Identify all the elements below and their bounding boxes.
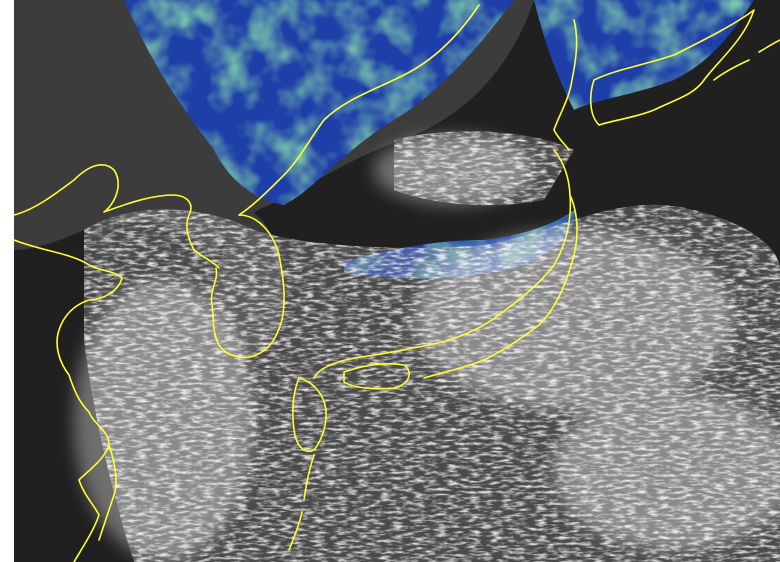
cloud-streaks [74, 135, 780, 560]
coastline-continent-west [14, 239, 123, 562]
coastline-korea [210, 214, 285, 359]
coastline-shikoku [343, 363, 410, 390]
coastline-ryukyu-chain [288, 454, 315, 551]
coastline-honshu-south [423, 194, 578, 379]
coastline-kuril [713, 39, 780, 81]
coastline-taiwan-strait [98, 444, 117, 541]
coastlines [14, 4, 780, 562]
coastline-russia-east [238, 4, 480, 216]
coastline-sakhalin [553, 19, 578, 151]
coastline-continent-north [14, 164, 220, 269]
coastline-hokkaido [589, 9, 755, 126]
coastline-kyushu [292, 377, 327, 452]
satellite-map [14, 0, 780, 562]
